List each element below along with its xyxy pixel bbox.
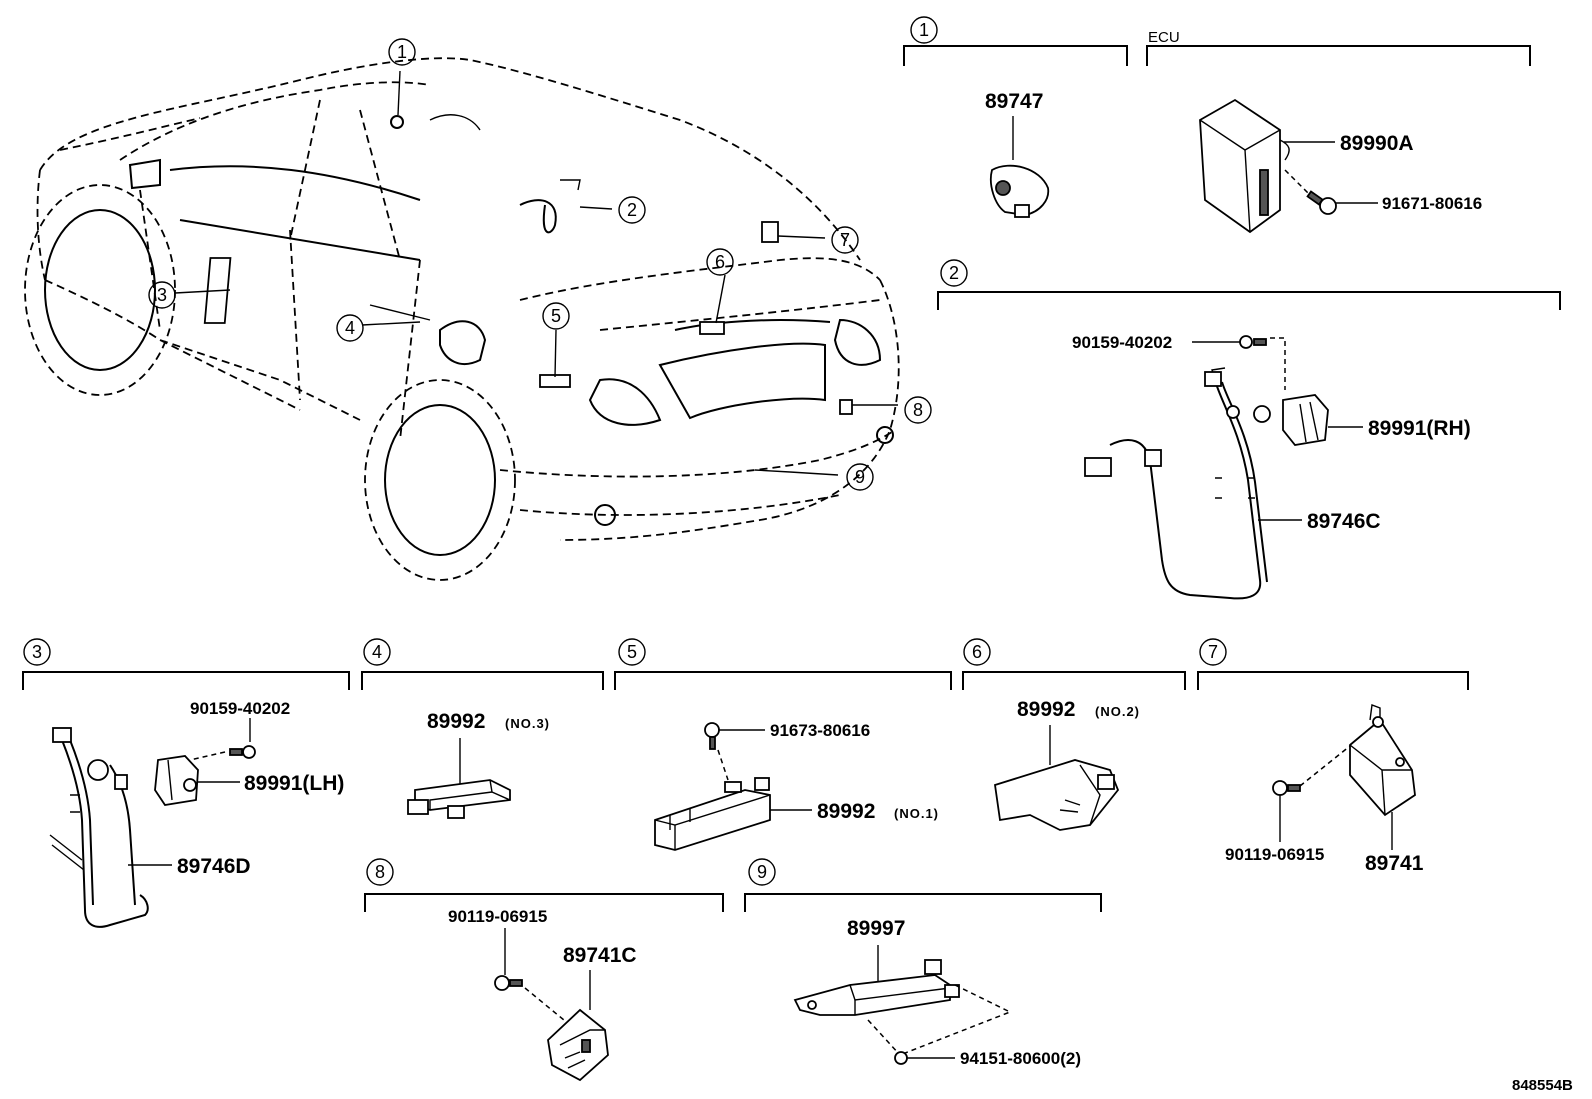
part-89991-lh: 89991(LH)	[244, 772, 344, 795]
part-89992-no1: 89992	[817, 800, 875, 823]
part-89990A: 89990A	[1340, 132, 1414, 155]
part-89741C: 89741C	[563, 944, 637, 967]
harness-89746c	[1084, 367, 1268, 600]
antenna-no3	[407, 779, 511, 819]
bolt-ecu	[1306, 190, 1337, 215]
part-89746D: 89746D	[177, 855, 251, 878]
part-90159-40202-rh: 90159-40202	[1072, 333, 1172, 352]
section-1-number: 1	[919, 20, 929, 40]
part-89991-rh: 89991(RH)	[1368, 417, 1471, 440]
section-9: 9 89997 94151-80600(2)	[744, 858, 1102, 1068]
car-leaders	[174, 70, 898, 476]
section-9-number: 9	[757, 862, 767, 882]
bolt-8	[494, 975, 523, 991]
bolt-7	[1272, 780, 1301, 796]
section-4-number: 4	[372, 642, 382, 662]
section-7: 7 90119-06915 89741	[1197, 638, 1469, 875]
callout-9-car: 9	[855, 467, 865, 487]
module-89741	[1349, 704, 1416, 817]
callout-8-car: 8	[913, 400, 923, 420]
ecu-label: ECU	[1148, 29, 1180, 46]
ecu-part	[1199, 98, 1290, 234]
section-7-number: 7	[1208, 642, 1218, 662]
module-89741c	[547, 1008, 609, 1082]
section-4: 4 89992 (NO.3)	[361, 638, 604, 819]
note-no1: (NO.1)	[894, 806, 939, 821]
section-2: 2 90159-40202 89991(RH) 8974	[937, 259, 1561, 600]
section-3-number: 3	[32, 642, 42, 662]
section-3: 3 90159-40202 89991(LH) 89746D	[22, 638, 350, 928]
part-90119-06915-8: 90119-06915	[448, 907, 547, 926]
car-callouts: 1 2 3 4 5 6 7 8 9	[148, 38, 932, 491]
section-5: 5 91673-80616 89992 (NO.1)	[614, 638, 952, 851]
antenna-89997	[793, 959, 960, 1016]
reference-code: 848554B	[1512, 1077, 1573, 1094]
part-89741: 89741	[1365, 852, 1424, 875]
part-89992-no3: 89992	[427, 710, 485, 733]
note-no2: (NO.2)	[1095, 704, 1140, 719]
section-ecu: ECU 89990A 91671-80616	[1146, 29, 1531, 234]
note-no3: (NO.3)	[505, 716, 550, 731]
car-component-marks	[203, 179, 853, 473]
part-90159-40202-lh: 90159-40202	[190, 699, 290, 718]
callout-6-car: 6	[715, 252, 725, 272]
bolt-rh	[1239, 335, 1267, 349]
part-94151-80600: 94151-80600(2)	[960, 1049, 1081, 1068]
callout-1-car: 1	[397, 42, 407, 62]
car-illustration	[24, 57, 900, 581]
section-6: 6 89992 (NO.2)	[962, 638, 1186, 831]
part-91671-80616: 91671-80616	[1382, 194, 1482, 213]
section-5-number: 5	[627, 642, 637, 662]
part-89747: 89747	[985, 90, 1043, 113]
part-89997: 89997	[847, 917, 905, 940]
part-90119-06915-7: 90119-06915	[1225, 845, 1324, 864]
section-2-number: 2	[949, 263, 959, 283]
section-8-number: 8	[375, 862, 385, 882]
screw-5	[704, 722, 720, 750]
part-89992-no2: 89992	[1017, 698, 1075, 721]
callout-3-car: 3	[157, 285, 167, 305]
antenna-no2	[994, 759, 1120, 831]
section-6-number: 6	[972, 642, 982, 662]
callout-4-car: 4	[345, 318, 355, 338]
antenna-no1	[654, 777, 771, 851]
section-8: 8 90119-06915 89741C	[364, 858, 724, 1082]
callout-5-car: 5	[551, 306, 561, 326]
harness-89746d	[49, 727, 149, 928]
section-1: 1 89747	[903, 16, 1128, 218]
callout-7-car: 7	[840, 230, 850, 250]
horn-part	[990, 164, 1050, 218]
sensor-lh	[154, 755, 199, 806]
callout-2-car: 2	[627, 200, 637, 220]
part-91673-80616: 91673-80616	[770, 721, 870, 740]
sensor-rh	[1253, 394, 1329, 446]
part-89746C: 89746C	[1307, 510, 1381, 533]
bolt-lh	[229, 745, 256, 759]
